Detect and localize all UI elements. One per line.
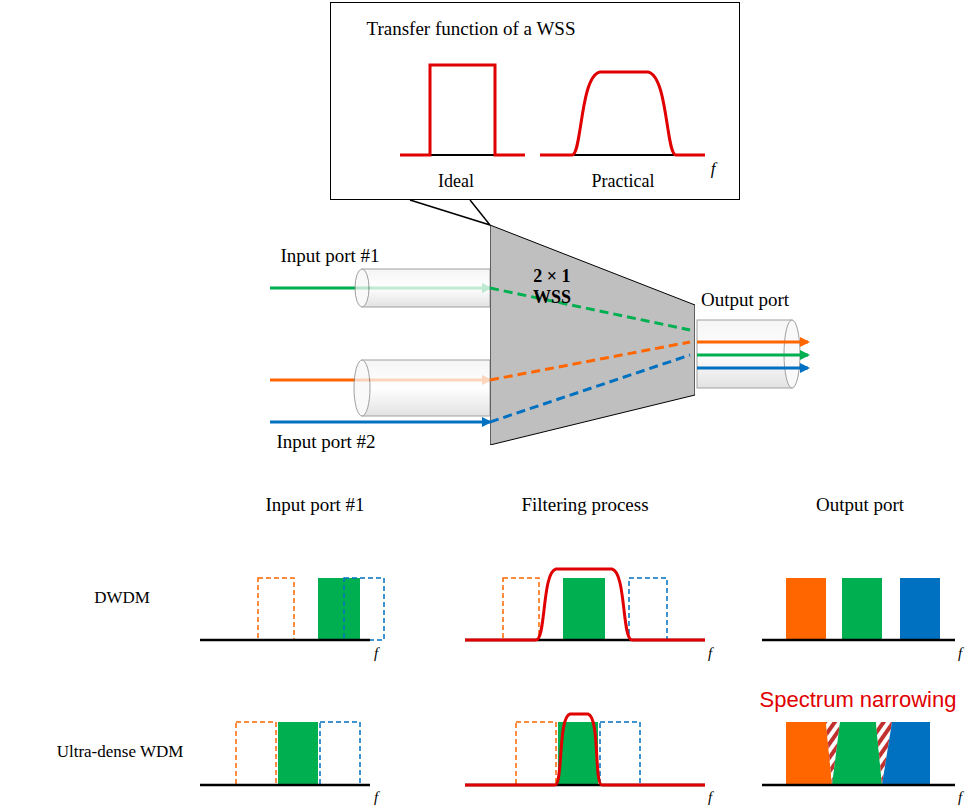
port-label: Input port #2 xyxy=(276,431,375,453)
row-heading: Ultra-dense WDM xyxy=(57,742,184,762)
port-label: Input port #1 xyxy=(280,245,379,267)
callout-box: Transfer function of a WSS Ideal Practical… xyxy=(330,2,740,200)
udwdm-output xyxy=(762,722,955,785)
frequency-axis: f xyxy=(374,645,378,662)
dwdm-input xyxy=(200,578,384,640)
port-label: Output port xyxy=(701,289,789,311)
dwdm-filter xyxy=(465,569,705,640)
callout-pointer xyxy=(410,200,490,225)
frequency-axis: f xyxy=(708,645,712,662)
wss-block: 2 × 1 WSS xyxy=(490,225,695,445)
fiber-2 xyxy=(354,360,490,416)
callout-title: Transfer function of a WSS xyxy=(367,18,576,40)
warning-note: Spectrum narrowing xyxy=(760,687,957,712)
wss-label: 2 × 1 WSS xyxy=(526,266,578,307)
frequency-axis: f xyxy=(374,789,378,806)
trapezoid-shape xyxy=(490,225,695,445)
practical-label: Practical xyxy=(592,171,655,192)
dwdm-output xyxy=(762,578,955,640)
fiber-1 xyxy=(355,269,490,307)
green-out xyxy=(697,354,808,357)
blue-arrow xyxy=(270,421,490,424)
udwdm-input xyxy=(200,722,370,785)
column-heading: Output port xyxy=(816,494,904,516)
frequency-axis: f xyxy=(708,789,712,806)
frequency-axis: f xyxy=(958,645,962,662)
column-heading: Input port #1 xyxy=(265,494,364,516)
ideal-curve xyxy=(400,65,525,155)
ideal-label: Ideal xyxy=(438,171,474,192)
row-heading: DWDM xyxy=(94,588,150,608)
blue-out xyxy=(697,367,808,370)
orange-out xyxy=(697,341,808,344)
frequency-axis: f xyxy=(711,159,716,179)
frequency-axis: f xyxy=(958,789,962,806)
practical-curve xyxy=(540,72,705,155)
udwdm-filter xyxy=(465,714,705,785)
column-heading: Filtering process xyxy=(521,494,648,516)
